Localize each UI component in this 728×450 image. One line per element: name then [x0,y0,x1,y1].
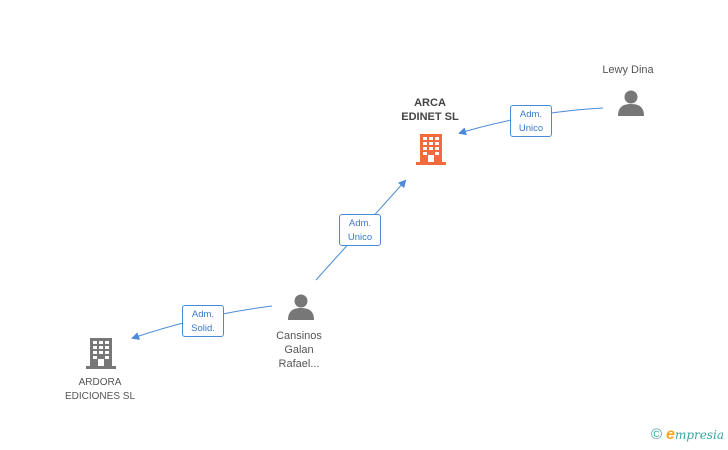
edge-label-line2: Unico [347,232,373,243]
edge-label-lewy-arca[interactable]: Adm. Unico [510,105,552,137]
node-lewy-label[interactable]: Lewy Dina [588,63,668,77]
node-arca-name-line2: EDINET SL [401,111,459,123]
edge-label-line1: Adm. [191,309,215,320]
node-ardora-label[interactable]: ARDORA EDICIONES SL [50,376,150,404]
edge-label-line2: Solid. [191,323,215,334]
edge-label-cansinos-arca[interactable]: Adm. Unico [339,214,381,246]
brand-logo-e: e [666,426,675,443]
person-icon[interactable] [287,293,315,321]
node-cansinos-name-line2: Galan [284,344,314,356]
person-icon[interactable] [617,89,645,117]
node-lewy-name: Lewy Dina [602,64,654,76]
node-cansinos-name-line3: Rafael... [278,358,320,370]
node-ardora-name-line2: EDICIONES SL [64,391,136,402]
copyright-symbol: © [650,426,663,443]
edge-label-line1: Adm. [519,109,543,120]
node-arca-label[interactable]: ARCA EDINET SL [390,96,470,124]
node-arca-name-line1: ARCA [414,97,446,109]
edge-label-cansinos-ardora[interactable]: Adm. Solid. [182,305,224,337]
edge-label-line2: Unico [518,123,544,134]
node-ardora-name-line1: ARDORA [78,377,122,388]
empresia-logo[interactable]: ©empresia [651,427,724,443]
node-cansinos-label[interactable]: Cansinos Galan Rafael... [259,329,339,371]
node-cansinos-name-line1: Cansinos [276,330,322,342]
building-icon[interactable] [415,132,447,166]
brand-logo-text: mpresia [674,428,724,442]
building-icon[interactable] [85,336,117,370]
edge-label-line1: Adm. [348,218,372,229]
